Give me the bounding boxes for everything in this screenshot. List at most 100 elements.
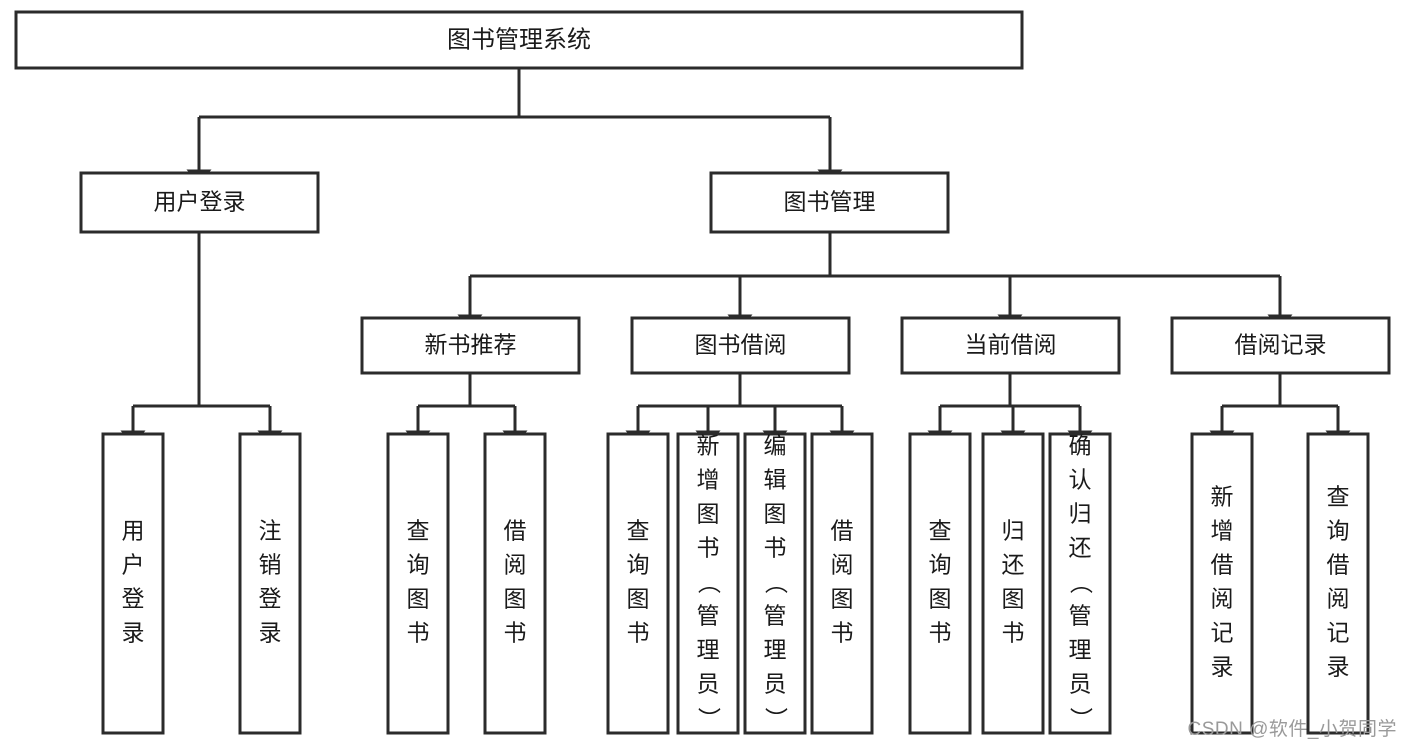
node-label-char: 理 [1069,637,1092,663]
node-label-char: 书 [764,535,787,561]
node-label-char: 书 [929,620,952,646]
node-new-book-recommend[interactable]: 新书推荐 [360,316,581,375]
node-label-char: 图 [764,501,787,527]
node-box[interactable] [386,432,450,735]
node-label-char: 员 [697,671,720,697]
node-borrow-records[interactable]: 借阅记录 [1170,316,1391,375]
node-label-char: 登 [259,586,282,612]
node-label-char: 员 [764,671,787,697]
node-box[interactable] [900,316,1121,375]
node-label-char: 销 [259,552,282,578]
node-label-char: 借 [1211,552,1234,578]
node-label: 图书管理系统 [447,26,591,53]
node-label-char: 图 [504,586,527,612]
node-box[interactable] [1306,432,1370,735]
node-leaf-user-login[interactable]: 用户登录 [101,432,165,735]
node-label-char: 询 [407,552,430,578]
node-label-char: 认 [1069,467,1092,493]
node-label-char: 书 [627,620,650,646]
node-label-char: 查 [407,518,430,544]
node-box[interactable] [676,432,740,735]
node-box[interactable] [810,432,874,735]
node-label: 当前借阅 [965,332,1057,358]
node-box[interactable] [483,432,547,735]
node-label-char: 记 [1211,620,1234,646]
node-box[interactable] [981,432,1045,735]
node-label-char: 阅 [504,552,527,578]
node-label-char: ） [696,707,722,730]
node-label: 图书管理 [784,189,876,215]
node-current-borrow[interactable]: 当前借阅 [900,316,1121,375]
node-box[interactable] [630,316,851,375]
node-label-char: 阅 [1211,586,1234,612]
node-box[interactable] [908,432,972,735]
node-label-char: 图 [831,586,854,612]
node-box[interactable] [1190,432,1254,735]
node-label-char: 书 [504,620,527,646]
node-label-char: 借 [831,518,854,544]
node-book-management[interactable]: 图书管理 [709,171,950,234]
node-label-char: （ [763,571,789,594]
node-label-char: 借 [504,518,527,544]
node-layer: 图书管理系统用户登录图书管理新书推荐图书借阅当前借阅借阅记录用户登录注销登录查询… [14,10,1391,735]
node-label-char: 图 [627,586,650,612]
node-box[interactable] [606,432,670,735]
node-label-char: 新 [1211,484,1234,510]
node-label-char: 确 [1069,433,1092,459]
node-label: 图书借阅 [695,332,787,358]
node-label-char: 图 [697,501,720,527]
node-box[interactable] [1048,432,1112,735]
node-label-char: 录 [1327,654,1350,680]
node-label-char: 注 [259,518,282,544]
node-label-char: 图 [407,586,430,612]
node-box[interactable] [709,171,950,234]
node-label: 借阅记录 [1235,332,1327,358]
node-label-char: 管 [764,603,787,629]
node-label-char: 归 [1069,501,1092,527]
node-label-char: 录 [1211,654,1234,680]
node-book-borrow[interactable]: 图书借阅 [630,316,851,375]
node-box[interactable] [238,432,302,735]
node-label-char: 还 [1002,552,1025,578]
node-label-char: 新 [697,433,720,459]
node-label-char: 阅 [1327,586,1350,612]
node-box[interactable] [101,432,165,735]
node-label-char: 增 [1211,518,1234,544]
node-label-char: 书 [407,620,430,646]
node-box[interactable] [1170,316,1391,375]
node-label-char: 录 [122,620,145,646]
node-label-char: 书 [831,620,854,646]
node-box[interactable] [79,171,320,234]
node-label-char: 记 [1327,620,1350,646]
node-label-char: 询 [929,552,952,578]
node-label-char: 理 [697,637,720,663]
node-label-char: 阅 [831,552,854,578]
node-label-char: 借 [1327,552,1350,578]
node-label-char: 理 [764,637,787,663]
node-user-login[interactable]: 用户登录 [79,171,320,234]
node-root[interactable]: 图书管理系统 [14,10,1024,70]
node-label-char: 登 [122,586,145,612]
node-label-char: 图 [1002,586,1025,612]
node-box[interactable] [360,316,581,375]
node-box[interactable] [14,10,1024,70]
node-box[interactable] [743,432,807,735]
node-label-char: 户 [122,552,145,578]
node-label-char: 查 [1327,484,1350,510]
node-label-char: 管 [1069,603,1092,629]
node-label-char: （ [1068,571,1094,594]
